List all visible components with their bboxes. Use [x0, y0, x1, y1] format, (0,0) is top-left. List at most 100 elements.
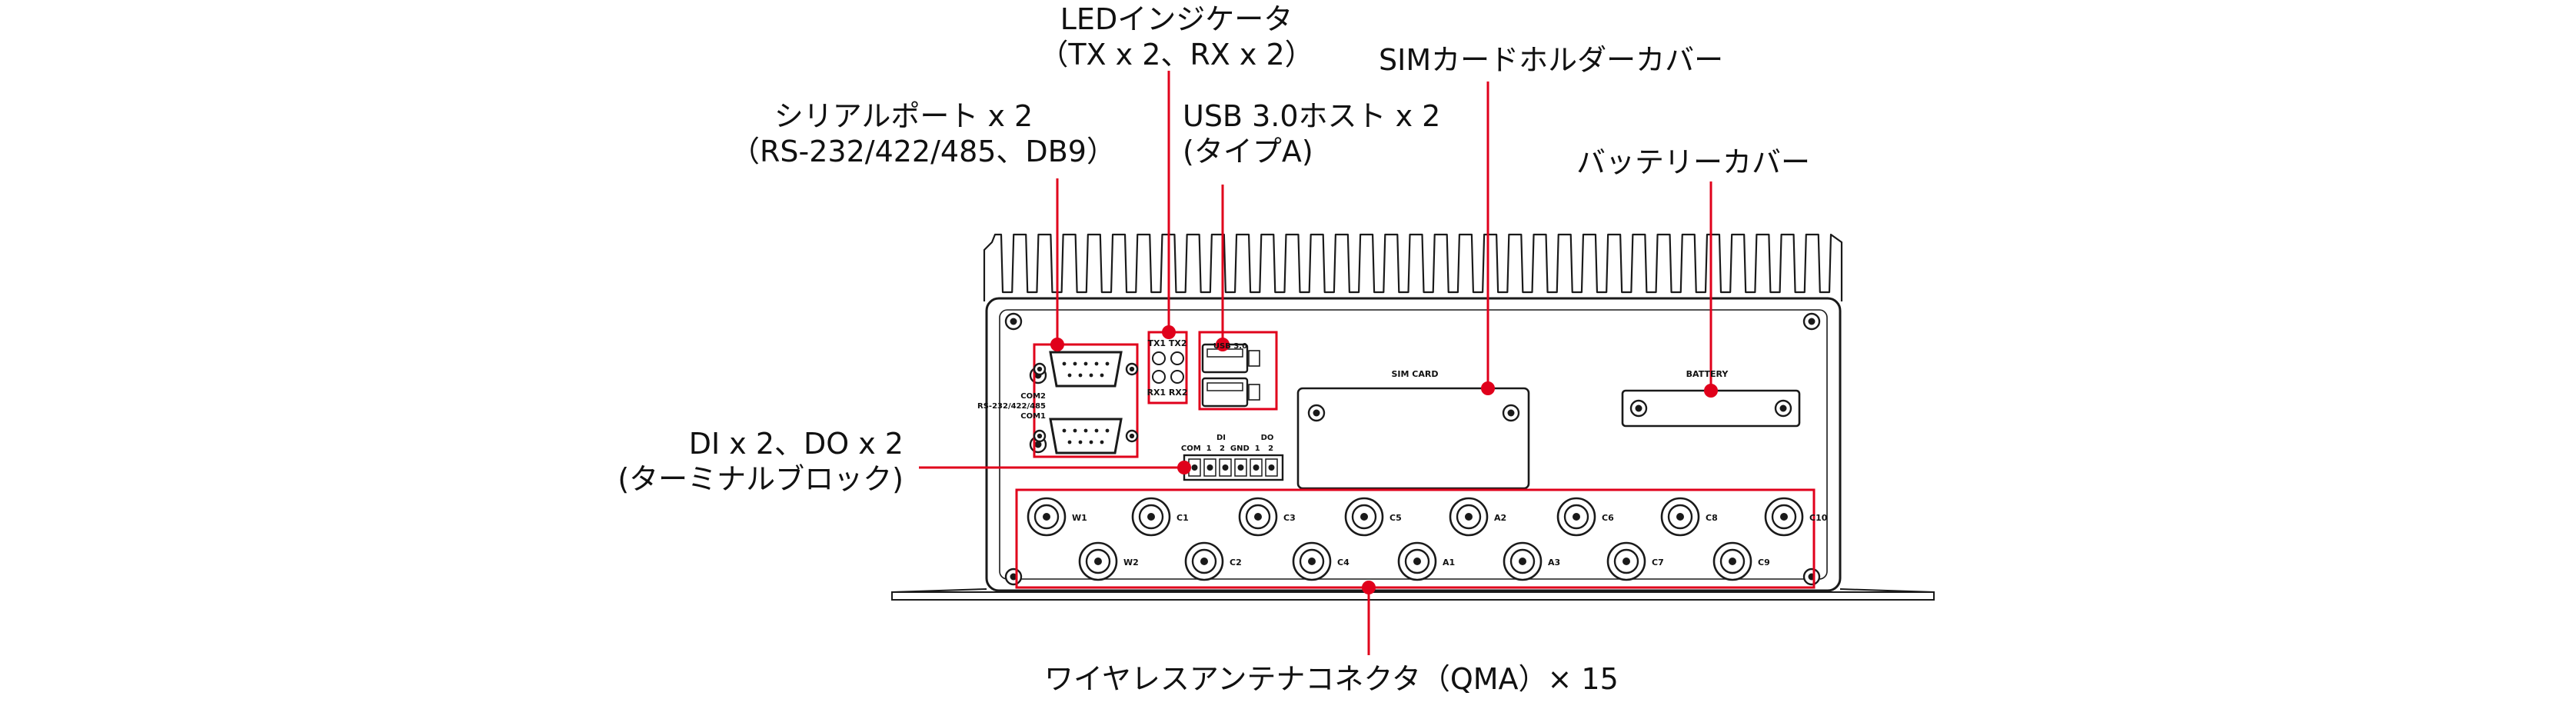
- antenna-connector-w2-pin: [1094, 558, 1102, 565]
- callout-led-line1: LEDインジケータ: [1060, 2, 1293, 36]
- led-4: [1170, 370, 1184, 384]
- db9-com1-port-pin-top-5: [1105, 428, 1110, 433]
- antenna-connector-c1-label: C1: [1177, 513, 1189, 523]
- db9-com2-port: [1049, 351, 1123, 388]
- antenna-connector-c7-label: C7: [1652, 558, 1664, 568]
- sim-cover-plate: [1296, 387, 1530, 490]
- heatsink-fins: [983, 233, 1843, 301]
- leader-antenna-dot: [1362, 581, 1376, 594]
- antenna-connector-c10-pin: [1780, 513, 1788, 521]
- antenna-highlight-box: [1015, 488, 1816, 589]
- mount-edge-right: [1839, 588, 1935, 593]
- antenna-connector-c5-label: C5: [1390, 513, 1402, 523]
- db9-com2-port-pin-top-1: [1062, 361, 1067, 366]
- sim-cover-screw-right-head: [1507, 409, 1515, 417]
- terminal-screw-2: [1206, 464, 1213, 471]
- callout-usb-line1: USB 3.0ホスト x 2: [1183, 99, 1441, 133]
- antenna-connector-w2-label: W2: [1123, 558, 1139, 568]
- db9-com2-port-pin-top-4: [1094, 361, 1099, 366]
- db9-com1-port-pin-top-3: [1083, 428, 1088, 433]
- callout-sim-card-cover: SIMカードホルダーカバー: [1379, 43, 1724, 77]
- mounting-bracket: [891, 588, 1935, 601]
- antenna-connector-a2-pin: [1465, 513, 1473, 521]
- sim-card-cover: [1296, 387, 1530, 490]
- usb-port-1-latch: [1248, 350, 1260, 367]
- com1-label: COM1: [1020, 412, 1046, 421]
- leader-battery-cover-dot: [1704, 384, 1718, 398]
- callout-dido-line2: (ターミナルブロック): [617, 462, 904, 496]
- leader-sim-cover-dot: [1481, 381, 1495, 395]
- leader-serial-dot: [1050, 338, 1064, 351]
- usb-port-2-tongue: [1206, 382, 1243, 391]
- panel-screw-3-head: [1010, 573, 1017, 581]
- leader-led-dot: [1162, 325, 1176, 339]
- callout-serial-ports: シリアルポート x 2 （RS-232/422/485、DB9）: [731, 98, 1116, 169]
- db9-com2-port-pin-top-2: [1073, 361, 1077, 366]
- callout-antenna-connectors: ワイヤレスアンテナコネクタ（QMA）× 15: [1044, 662, 1619, 696]
- db9-com1-port: [1049, 418, 1123, 454]
- db9-com1-port-pin-bottom-3: [1089, 440, 1093, 444]
- antenna-connector-c1-pin: [1147, 513, 1155, 521]
- terminal-screw-1: [1191, 464, 1198, 471]
- terminal-screw-4: [1237, 464, 1244, 471]
- antenna-connector-c2-pin: [1200, 558, 1208, 565]
- led-3: [1152, 370, 1166, 384]
- sim-cover-screw-left-head: [1313, 409, 1320, 417]
- usb-highlight-box: [1198, 331, 1278, 411]
- db9-com2-port-pin-top-5: [1105, 361, 1110, 366]
- panel-screw-2-head: [1808, 318, 1816, 325]
- db9-com2-port-pin-bottom-2: [1078, 373, 1083, 378]
- antenna-connector-c4-pin: [1308, 558, 1316, 565]
- db9-com2-port-screw-left-head: [1037, 366, 1043, 372]
- antenna-connector-c3-label: C3: [1283, 513, 1296, 523]
- antenna-connector-c2-label: C2: [1230, 558, 1242, 568]
- callout-dido-line1: DI x 2、DO x 2: [688, 427, 904, 461]
- terminal-screw-3: [1222, 464, 1229, 471]
- db9-com2-port-pin-bottom-3: [1089, 373, 1093, 378]
- antenna-connector-c6-label: C6: [1602, 513, 1614, 523]
- led-rx-label: RX1 RX2: [1147, 388, 1187, 398]
- db9-com2-port-pin-top-3: [1083, 361, 1088, 366]
- db9-com1-port-pin-bottom-4: [1100, 440, 1104, 444]
- db9-com1-port-pin-bottom-2: [1078, 440, 1083, 444]
- antenna-connector-c8-label: C8: [1706, 513, 1718, 523]
- rs-standard-label: RS-232/422/485: [977, 402, 1046, 411]
- leader-usb-dot: [1216, 338, 1230, 351]
- terminal-block: [1183, 454, 1284, 481]
- led-tx-label: TX1 TX2: [1147, 338, 1186, 348]
- callout-di-do: DI x 2、DO x 2 (ターミナルブロック): [538, 426, 904, 497]
- db9-com1-port-pin-top-2: [1073, 428, 1077, 433]
- panel-screw-6-head: [1034, 441, 1042, 448]
- db9-com2-port-pin-bottom-1: [1067, 373, 1072, 378]
- usb-port-2-latch: [1248, 384, 1260, 401]
- callout-led-indicators: LEDインジケータ （TX x 2、RX x 2）: [1023, 2, 1330, 72]
- battery-label: BATTERY: [1686, 369, 1729, 379]
- com2-label: COM2: [1020, 392, 1046, 401]
- terminal-screw-6: [1268, 464, 1275, 471]
- antenna-connector-c8-pin: [1676, 513, 1684, 521]
- antenna-connector-c10-label: C10: [1809, 513, 1828, 523]
- terminal-pin-labels: COM 1 2 GND 1 2: [1181, 444, 1273, 453]
- db9-com1-port-screw-left-head: [1037, 433, 1043, 439]
- db9-com1-port-pin-bottom-1: [1067, 440, 1072, 444]
- db9-com1-port-screw-right-head: [1129, 433, 1135, 439]
- usb-ports: [1198, 331, 1278, 411]
- antenna-connector-c7-pin: [1622, 558, 1630, 565]
- antenna-connector-c6-pin: [1573, 513, 1580, 521]
- serial-ports: [1033, 343, 1139, 458]
- mount-plate: [891, 591, 1935, 601]
- callout-usb-line2: (タイプA): [1183, 135, 1313, 168]
- led-indicators: [1147, 331, 1188, 404]
- db9-com1-port-pin-top-1: [1062, 428, 1067, 433]
- sim-card-label: SIM CARD: [1392, 369, 1439, 379]
- db9-com1-port-pin-top-4: [1094, 428, 1099, 433]
- terminal-do-label: DO: [1261, 434, 1274, 442]
- panel-screws: [1004, 312, 1821, 586]
- terminal-di-label: DI: [1216, 434, 1226, 442]
- callout-usb-ports: USB 3.0ホスト x 2 (タイプA): [1183, 98, 1440, 169]
- serial-highlight-box: [1033, 343, 1139, 458]
- antenna-connector-c9-pin: [1729, 558, 1736, 565]
- battery-cover-screw-left-head: [1635, 404, 1642, 412]
